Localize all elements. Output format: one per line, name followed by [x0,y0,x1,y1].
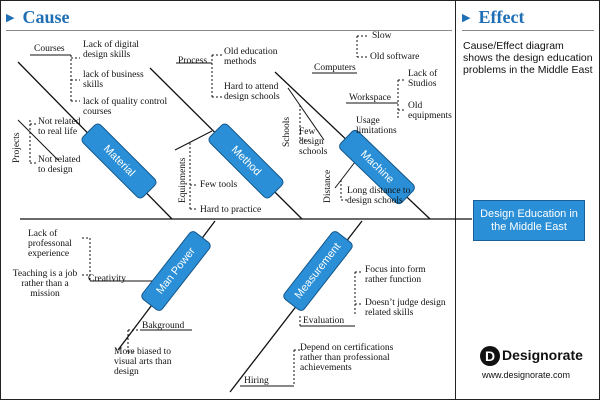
lack-quality-label: lack of quality control courses [83,97,168,117]
few-schools-label: Few design schools [299,127,328,157]
biased-label: More biased to visual arts than design [114,347,172,377]
equipments-line [174,130,213,151]
panel-divider [455,0,456,400]
brand-logo: D Designorate www.designorate.com [480,346,590,386]
distance-line [334,161,356,189]
brand-logo-icon: D [480,346,500,366]
effect-title: Effect [478,6,525,27]
schools-label: Schools [282,116,292,147]
hard-practice-label: Hard to practice [200,205,262,215]
effect-header: ▶ Effect [462,4,594,31]
long-distance-label: Long distance to design schools [347,186,411,206]
lack-business-label: lack of business skills [83,70,144,90]
not-design-label: Not related to design [38,155,81,175]
old-equipments-label: Old equipments [408,101,452,121]
lack-experience-label: Lack of professonal experience [28,229,72,259]
cause-header: ▶ Cause [6,4,452,31]
lack-studios-label: Lack of Studios [408,69,438,89]
evaluation-label: Evaluation [303,316,345,326]
focus-form-label: Focus into form rather function [365,265,426,285]
projects-label: Projects [12,132,22,163]
usage-label: Usage limitations [356,116,397,136]
workspace-label: Workspace [349,93,391,103]
teaching-job-label: Teaching is a job rather than a mission [12,269,78,299]
courses-label: Courses [34,44,65,54]
old-software-label: Old software [370,52,420,62]
creativity-label: Creativity [88,274,126,284]
process-label: Process [178,56,208,66]
distance-label: Distance [323,169,333,203]
effect-box: Design Education in the Middle East [473,200,585,241]
effect-description: Cause/Effect diagram shows the design ed… [463,40,593,76]
not-real-life-label: Not related to real life [38,117,81,137]
computers-label: Computers [314,63,356,73]
triangle-bullet-icon: ▶ [6,10,15,24]
doesnt-judge-label: Doesn’t judge design related skills [365,298,446,318]
lack-digital-label: Lack of digital design skills [83,40,139,60]
cause-title: Cause [22,6,70,27]
bakground-label: Bakground [142,321,185,331]
brand-name: Designorate [502,347,583,363]
brand-url: www.designorate.com [482,370,571,380]
triangle-bullet-icon: ▶ [462,10,471,24]
equipments-label: Equipments [178,157,188,203]
slow-label: Slow [372,31,392,41]
few-tools-label: Few tools [200,180,238,190]
certifications-label: Depend on certifications rather than pro… [300,343,394,373]
schools-line [287,87,325,141]
hard-attend-label: Hard to attend design schools [224,82,280,102]
hiring-label: Hiring [244,376,269,386]
projects-line [17,119,59,161]
old-methods-label: Old education methods [224,47,278,67]
